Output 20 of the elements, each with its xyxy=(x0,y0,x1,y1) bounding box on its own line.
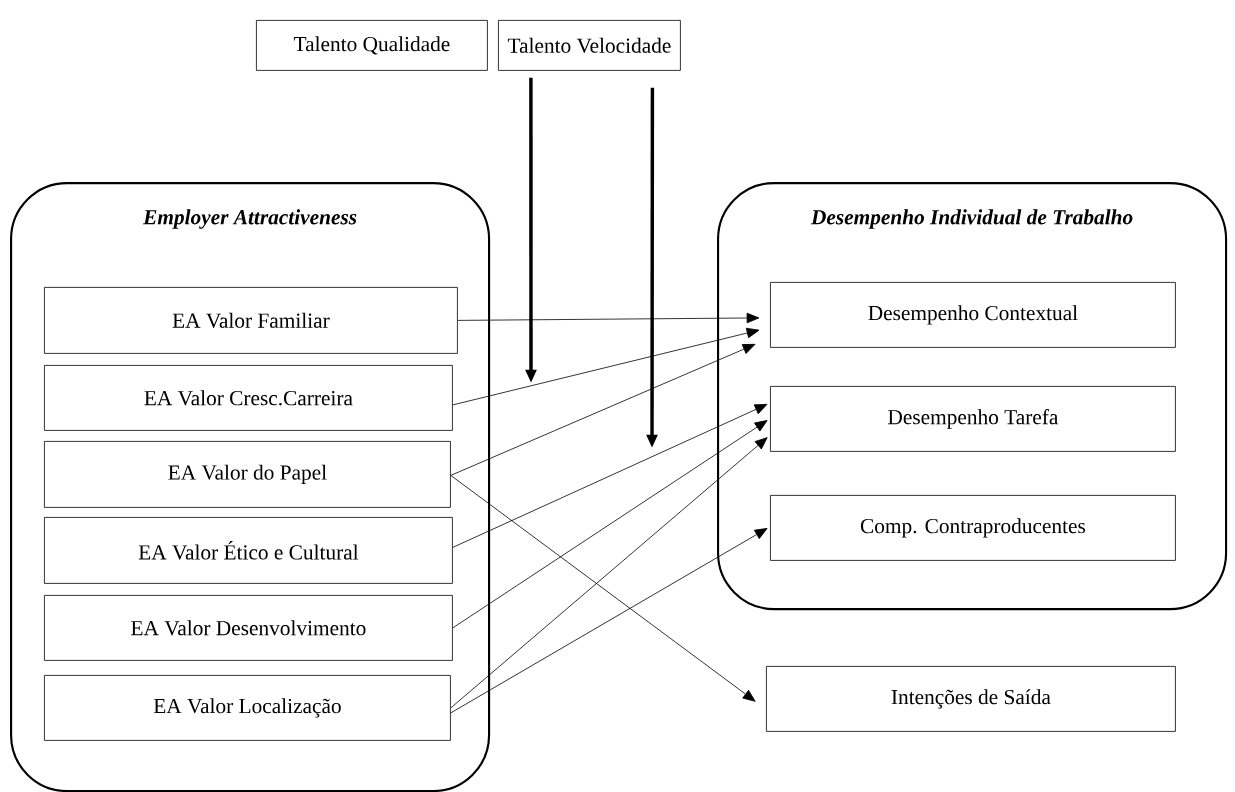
text-box: EA Valor Desenvolvimento xyxy=(44,595,453,661)
text-box: Talento Velocidade xyxy=(498,20,681,71)
text-box: Intenções de Saída xyxy=(766,666,1176,732)
arrow xyxy=(452,420,768,629)
arrow xyxy=(450,343,756,476)
arrow xyxy=(450,528,768,714)
text-box: Desempenho Tarefa xyxy=(770,386,1176,452)
arrow xyxy=(452,327,760,406)
arrow xyxy=(450,437,768,709)
text-box: Desempenho Contextual xyxy=(770,282,1176,348)
text-box: EA Valor do Papel xyxy=(44,441,451,508)
text-box: Comp. Contraproducentes xyxy=(770,495,1176,561)
text-box: Talento Qualidade xyxy=(256,20,488,71)
arrow xyxy=(457,312,760,324)
arrow xyxy=(452,403,768,548)
text-box: EA Valor Familiar xyxy=(44,287,458,354)
text-box: EA Valor Localização xyxy=(44,675,451,741)
arrow xyxy=(450,475,756,702)
text-box: EA Valor Ético e Cultural xyxy=(44,517,453,584)
text-box: EA Valor Cresc.Carreira xyxy=(44,365,453,431)
